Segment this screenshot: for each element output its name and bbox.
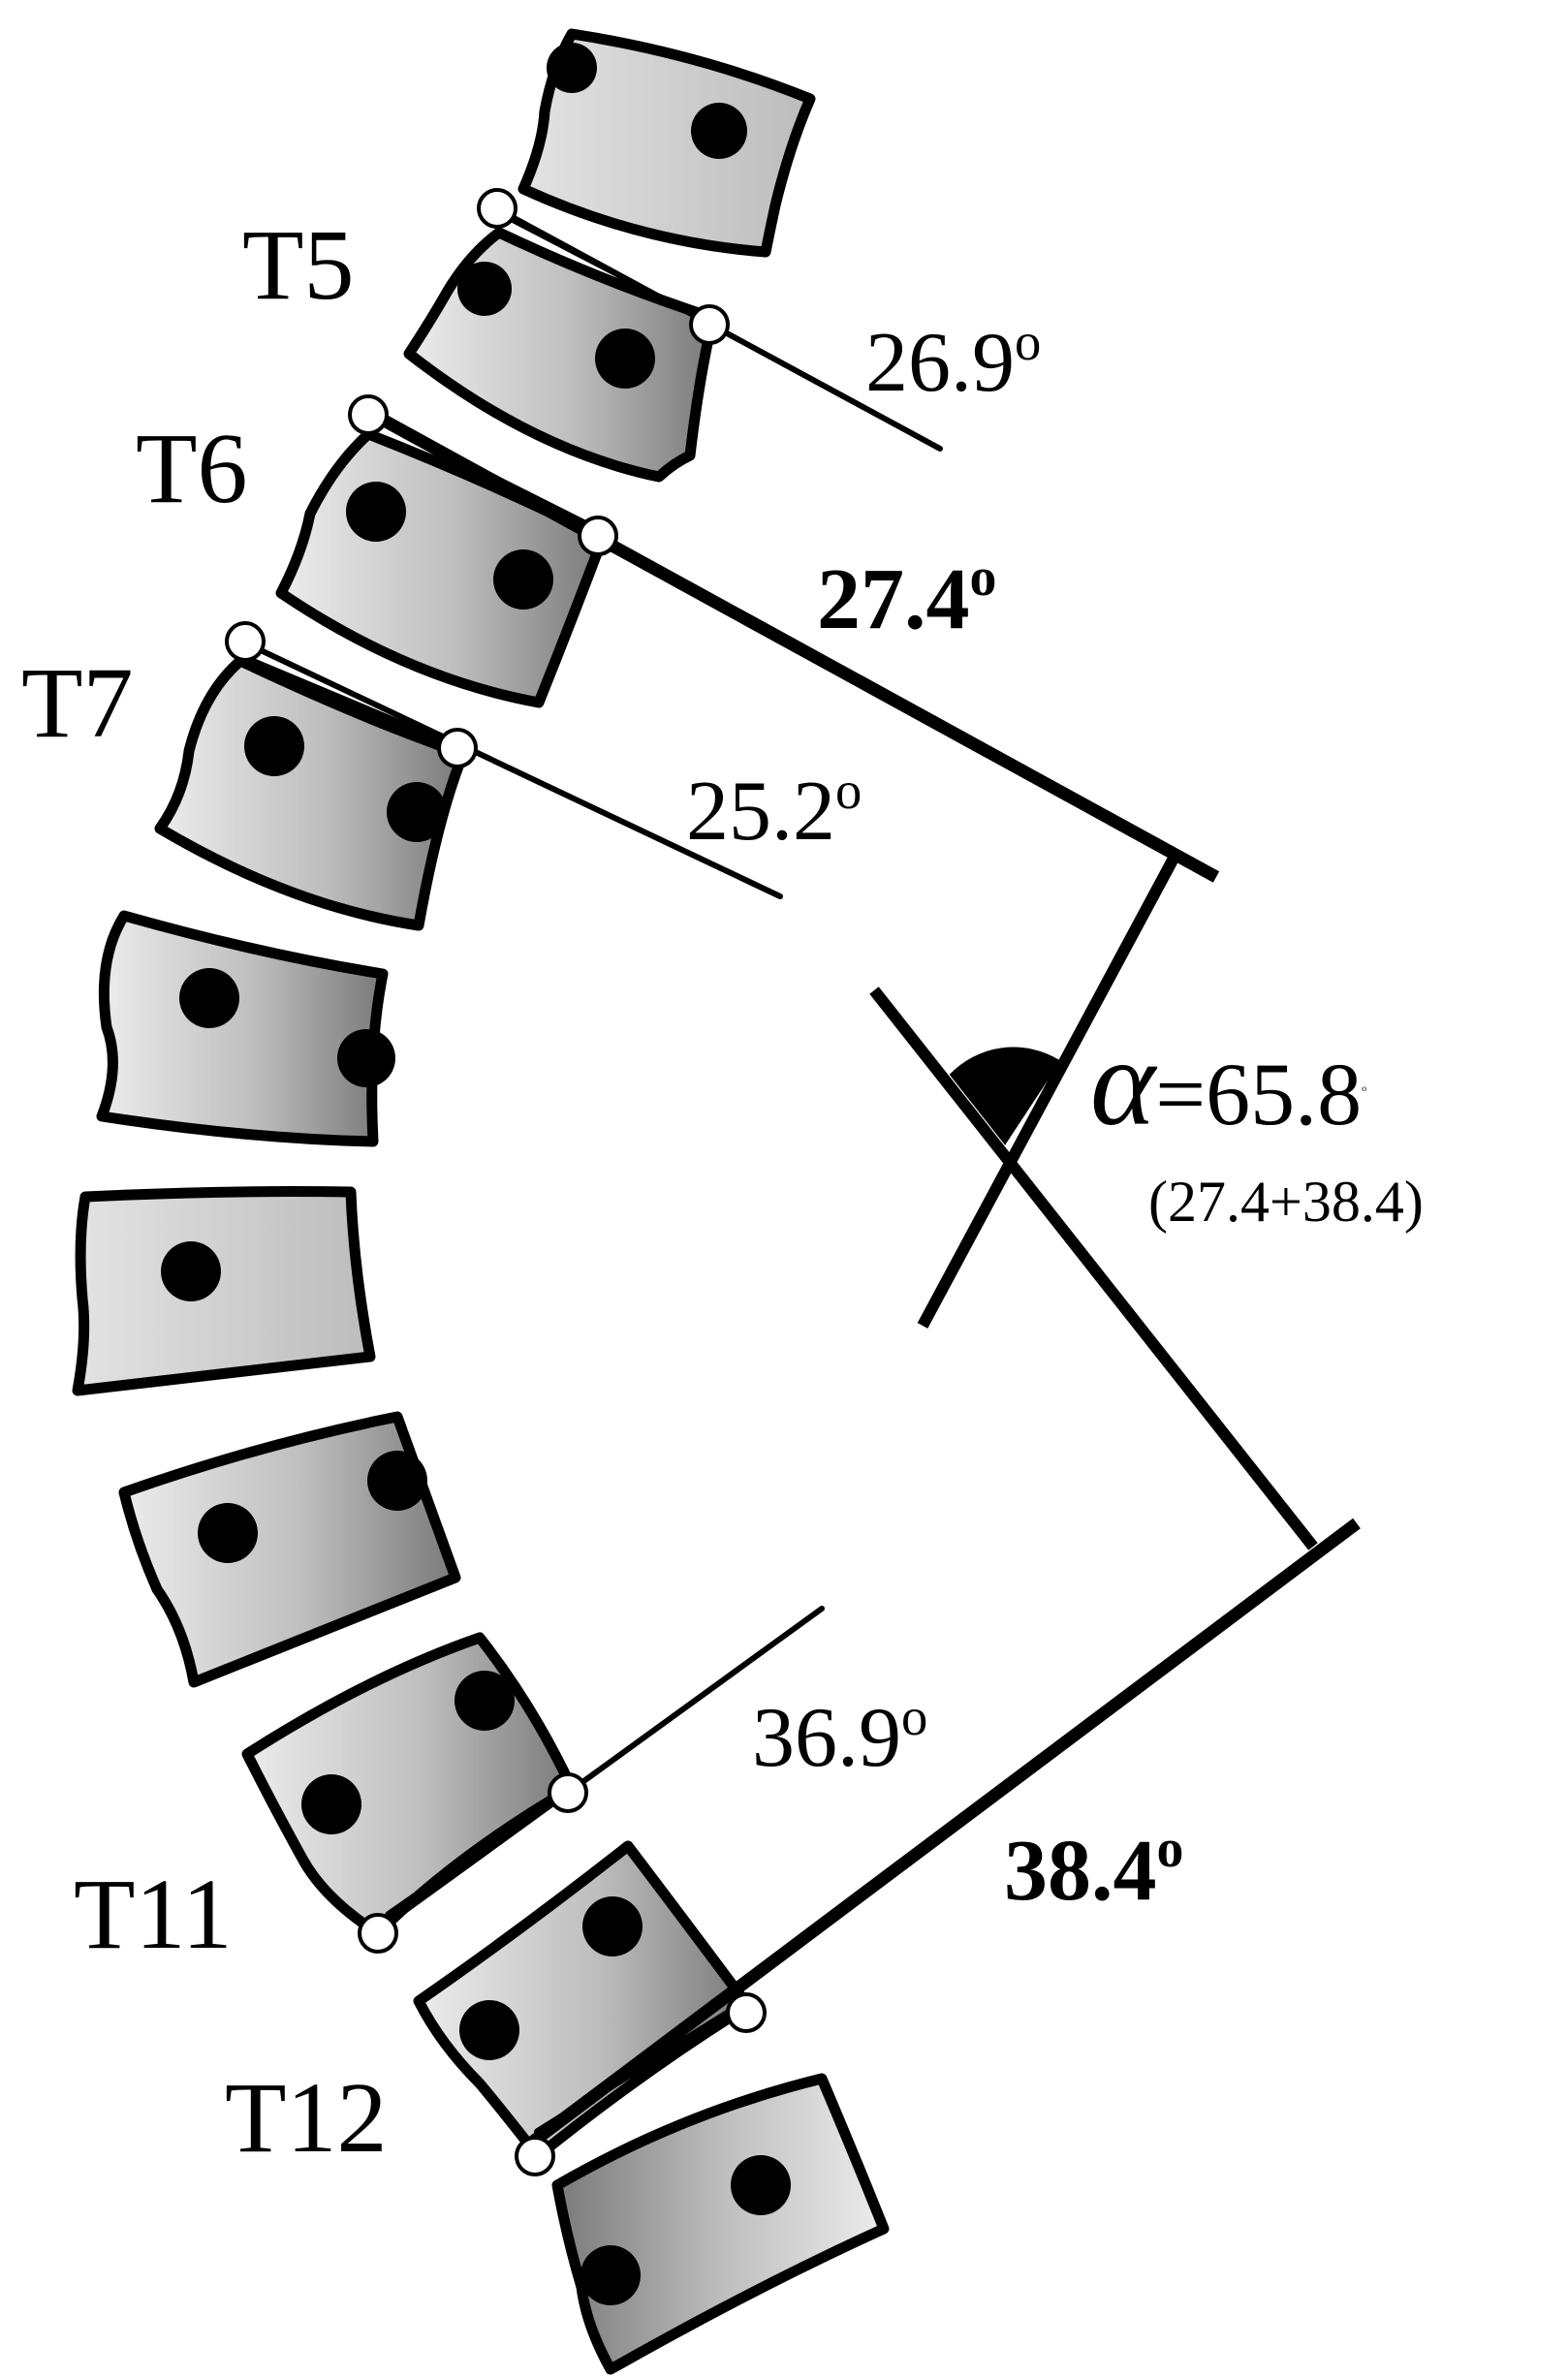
vertebra-l1 [551,2073,890,2375]
t11-endplate-double [385,1788,567,1917]
vertebra-t10 [118,1411,461,1688]
t7-endplate-line [239,639,783,899]
alpha-formula: (27.4+38.4) [1148,1170,1424,1234]
vertebra-t5 [403,227,719,483]
label-t11: T11 [74,1859,233,1970]
segment-angle-labels: 26.9o 27.4o 25.2o 36.9o 38.4o [686,312,1183,1919]
posterior-marker [387,782,447,842]
vertebra-t8 [96,910,395,1147]
t12-anterior-point [515,2136,555,2176]
posterior-marker [691,103,747,159]
anterior-marker [179,968,239,1028]
vertebra-labels: T5 T6 T7 T11 T12 [21,209,388,2174]
label-t7: T7 [21,647,134,759]
posterior-marker [493,549,553,610]
angle-t11: 36.9o [752,1687,927,1785]
posterior-marker [455,1671,515,1731]
anterior-marker [161,1241,221,1301]
t6-posterior-point [578,516,618,556]
posterior-marker [367,1451,427,1511]
posterior-marker [731,2155,791,2215]
anterior-marker [457,262,512,316]
anterior-marker [198,1503,258,1563]
posterior-marker [595,329,655,389]
alpha-equation: α=65.8o [1090,1014,1366,1151]
vertebra-t9 [72,1186,376,1396]
anterior-marker [547,43,597,93]
t12-posterior-point [726,1992,767,2033]
t11-posterior-point [548,1772,588,1813]
upper-measure-line [364,406,1220,883]
t7-endplate-double [243,655,459,750]
vertebra-t7 [154,655,469,931]
vertebra-t6 [275,428,609,708]
angle-t5: 26.9o [865,312,1041,410]
anterior-marker [301,1774,361,1834]
lower-measure-line [529,1518,1361,2147]
t11-endplate-line [375,1606,825,1933]
label-t12: T12 [225,2062,388,2174]
vertebra-t4 [517,28,816,258]
posterior-marker [582,1896,643,1956]
t6-anterior-point [348,394,389,435]
angle-lower-sum: 38.4o [1004,1819,1183,1919]
t11-anterior-point [358,1913,398,1954]
angle-upper-sum: 27.4o [817,548,996,647]
t7-posterior-point [437,728,478,768]
anterior-marker [459,2000,519,2060]
upper-perpendicular [917,852,1181,1329]
alpha-angle-wedge [949,1047,1061,1145]
cobb-construction [364,406,1361,2147]
vertebra-t12 [413,1840,754,2162]
t5-anterior-point [477,188,517,229]
anterior-marker [244,716,304,776]
t5-endplate-double [511,218,706,323]
label-t5: T5 [242,209,355,321]
lower-perpendicular [869,986,1318,1550]
label-t6: T6 [136,413,248,524]
anterior-marker [346,482,406,542]
endpoint-markers [225,188,767,2176]
posterior-marker [337,1029,395,1087]
anterior-marker [580,2245,641,2305]
vertebra-t11 [241,1632,578,1939]
angle-t7: 25.2o [686,761,862,859]
alpha-annotation: α=65.8o (27.4+38.4) [1090,1014,1424,1234]
t5-posterior-point [689,304,730,345]
t7-anterior-point [225,621,266,662]
